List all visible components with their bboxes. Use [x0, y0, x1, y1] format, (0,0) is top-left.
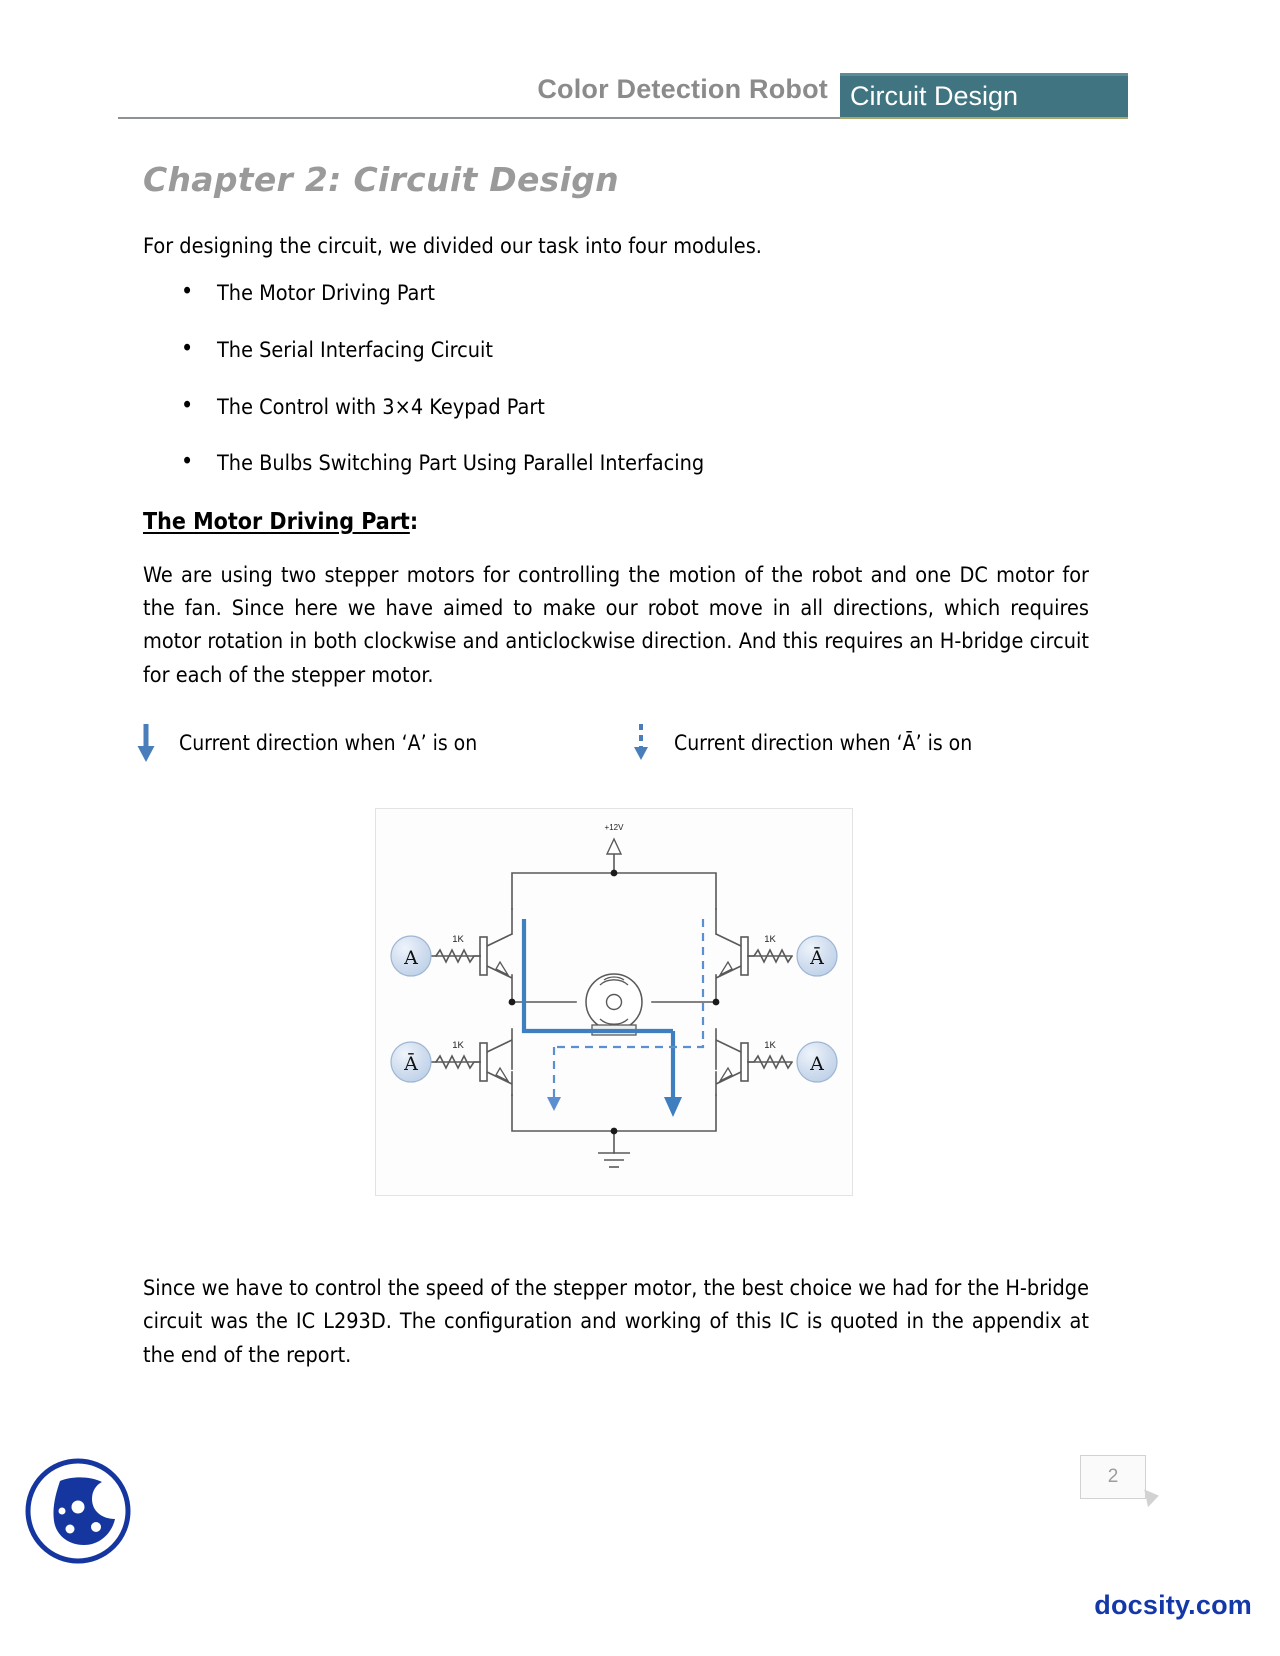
- current-path-solid-arrowhead: [664, 1097, 682, 1117]
- down-arrow-dashed-icon: [634, 724, 648, 760]
- page-number-badge: 2: [1080, 1455, 1161, 1508]
- ground-symbol-icon: [598, 1152, 630, 1168]
- legend-item-solid: Current direction when ‘A’ is on: [135, 722, 477, 764]
- page-number-frame: [1080, 1455, 1146, 1499]
- terminal-bottom-right: A: [796, 1041, 838, 1083]
- supply-arrow-icon: [605, 837, 623, 855]
- resistors: [435, 948, 793, 1070]
- docsity-logo[interactable]: [22, 1455, 134, 1567]
- closing-paragraph: Since we have to control the speed of th…: [143, 1276, 1089, 1368]
- terminal-label-bottom-left: Ā: [403, 1052, 418, 1075]
- motor-symbol-icon: [585, 973, 643, 1036]
- terminal-label-top-left: A: [403, 947, 418, 969]
- current-path-dashed: [552, 919, 705, 1099]
- closing-section: Since we have to control the speed of th…: [143, 1272, 1089, 1380]
- h-bridge-schematic: +12V: [390, 823, 838, 1168]
- list-item: The Motor Driving Part: [143, 279, 1089, 307]
- terminal-bottom-left: Ā: [390, 1041, 432, 1083]
- section-heading: The Motor Driving Part:: [143, 508, 1089, 537]
- down-arrow-solid-icon: [137, 724, 155, 762]
- resistor-label-bottom-right: 1K: [764, 1040, 776, 1051]
- transistor-top-right: [715, 933, 749, 979]
- list-item: The Bulbs Switching Part Using Parallel …: [143, 449, 1089, 477]
- intro-paragraph: For designing the circuit, we divided ou…: [143, 233, 762, 259]
- transistor-bottom-right: [715, 1039, 749, 1085]
- chapter-tab-label: Circuit Design: [850, 81, 1019, 111]
- chapter-tab-underline: [840, 117, 1128, 119]
- terminal-label-top-right: Ā: [809, 946, 824, 969]
- terminal-top-left: A: [390, 935, 432, 977]
- section-heading-colon: :: [409, 509, 419, 536]
- resistor-label-top-left: 1K: [452, 934, 464, 945]
- section-heading-underlined-text: The Motor Driving Part: [143, 509, 410, 536]
- page-content: Chapter 2: Circuit Design For designing …: [143, 160, 1089, 700]
- legend-item-dashed: Current direction when ‘Ā’ is on: [630, 722, 972, 764]
- page-number: 2: [1107, 1466, 1119, 1487]
- page-header: Color Detection Robot Circuit Design: [0, 0, 1280, 130]
- legend-label-dashed: Current direction when ‘Ā’ is on: [674, 731, 973, 755]
- current-path-dashed-arrowhead: [547, 1097, 561, 1111]
- transistor-bottom-left: [479, 1039, 513, 1085]
- h-bridge-circuit-figure: +12V: [375, 808, 853, 1196]
- legend-label-solid: Current direction when ‘A’ is on: [179, 731, 478, 755]
- current-direction-legend: Current direction when ‘A’ is on Current…: [135, 722, 1135, 772]
- docsity-brand-text[interactable]: docsity.com: [1094, 1590, 1252, 1620]
- resistor-label-bottom-left: 1K: [452, 1040, 464, 1051]
- transistor-top-left: [479, 933, 513, 979]
- junction-nodes: [508, 869, 720, 1135]
- document-title: Color Detection Robot: [537, 74, 828, 104]
- list-item: The Control with 3×4 Keypad Part: [143, 393, 1089, 421]
- page-number-fold-corner: [1144, 1486, 1161, 1508]
- docsity-logo-icon: [25, 1458, 131, 1564]
- terminal-label-bottom-right: A: [809, 1053, 824, 1075]
- terminal-top-right: Ā: [796, 935, 838, 977]
- chapter-title: Chapter 2: Circuit Design: [143, 160, 619, 199]
- section-paragraph: We are using two stepper motors for cont…: [143, 562, 1089, 688]
- current-path-solid: [521, 919, 676, 1099]
- module-list: The Motor Driving Part The Serial Interf…: [143, 279, 1089, 477]
- resistor-label-top-right: 1K: [764, 934, 776, 945]
- supply-label: +12V: [605, 823, 625, 832]
- list-item: The Serial Interfacing Circuit: [143, 336, 1089, 364]
- chapter-tab: Circuit Design: [840, 73, 1128, 119]
- header-divider: [118, 117, 1128, 119]
